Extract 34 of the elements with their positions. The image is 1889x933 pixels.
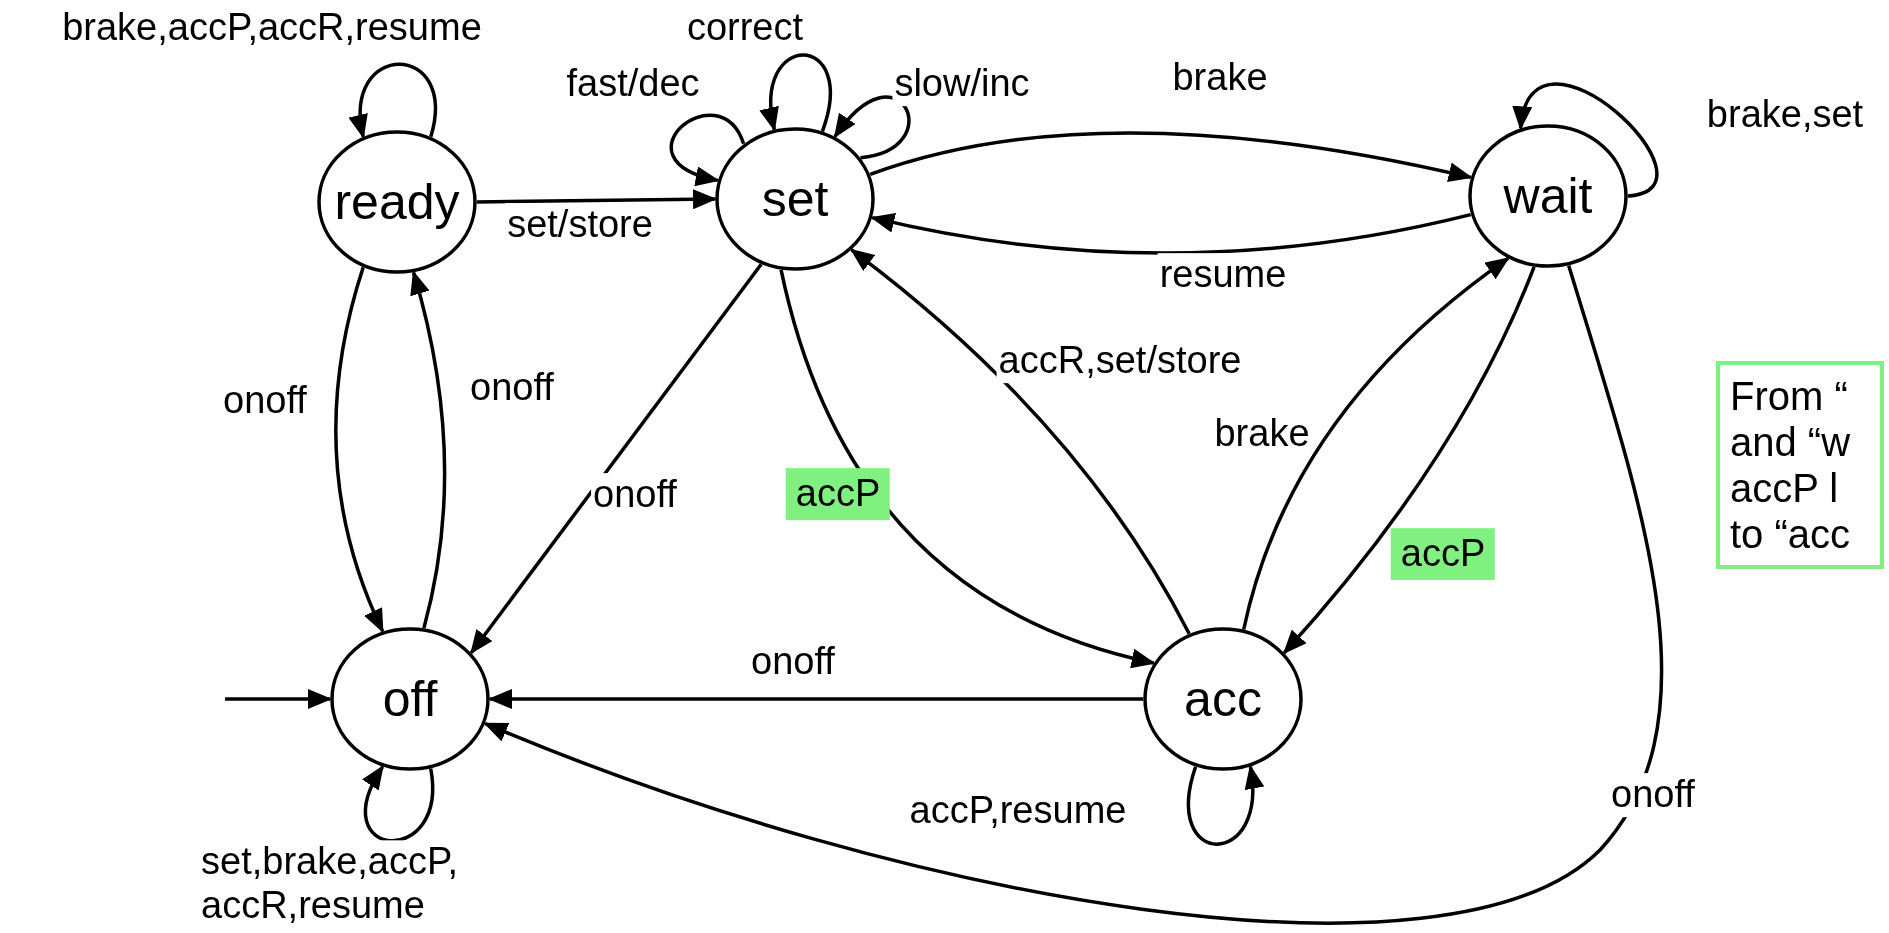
- self-loop-arrow: [1515, 82, 1658, 198]
- transition-arrow: [1242, 257, 1510, 630]
- edge-label: onoff: [1609, 773, 1697, 817]
- transition-arrow: [1282, 266, 1536, 655]
- state-circle: [1143, 627, 1303, 771]
- note-box: [1716, 361, 1884, 569]
- self-loop-arrow: [761, 53, 832, 132]
- state-name: acc: [1184, 674, 1262, 724]
- transition-arrow: [483, 265, 1663, 925]
- transition-arrow: [469, 263, 763, 655]
- start-arrow: [225, 689, 332, 709]
- note-text: From “ and “w accP l to “acc: [1730, 373, 1852, 557]
- self-loop-arrow: [363, 764, 435, 843]
- self-loop-arrow: [350, 62, 437, 139]
- self-loop-arrow: [833, 95, 911, 160]
- highlighted-edge-label: accP: [1390, 528, 1496, 580]
- state-circle: [317, 130, 477, 274]
- state-circle: [715, 127, 875, 271]
- transition-arrow: [870, 212, 1472, 255]
- state-name: wait: [1503, 171, 1593, 221]
- state-circle: [1468, 124, 1628, 268]
- transition-arrow: [476, 189, 717, 210]
- state-name: off: [382, 674, 438, 724]
- self-loop-arrow: [1187, 764, 1263, 846]
- transition-arrow: [779, 269, 1156, 668]
- state-name: set: [761, 174, 829, 224]
- transition-arrow: [850, 248, 1191, 635]
- highlighted-edge-label: accP: [785, 468, 891, 520]
- transition-arrow: [334, 266, 385, 634]
- state-name: ready: [334, 177, 460, 227]
- state-circle: [330, 627, 490, 771]
- self-loop-arrow: [669, 113, 746, 184]
- transition-arrow: [409, 270, 447, 629]
- transition-arrow: [869, 131, 1473, 183]
